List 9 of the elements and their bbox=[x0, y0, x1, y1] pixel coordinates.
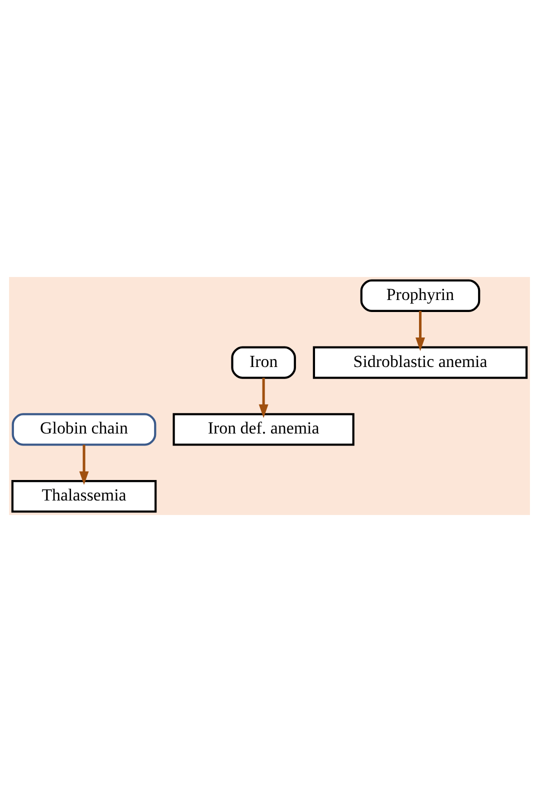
node-box: Iron bbox=[231, 346, 296, 379]
node-box: Prophyrin bbox=[360, 279, 480, 312]
arrow bbox=[416, 310, 426, 352]
arrow bbox=[79, 444, 89, 485]
node-box: Globin chain bbox=[12, 413, 156, 446]
node-box: Sidroblastic anemia bbox=[312, 346, 528, 379]
node-box: Iron def. anemia bbox=[172, 413, 354, 446]
arrow bbox=[258, 378, 268, 418]
node-box: Thalassemia bbox=[11, 480, 157, 513]
